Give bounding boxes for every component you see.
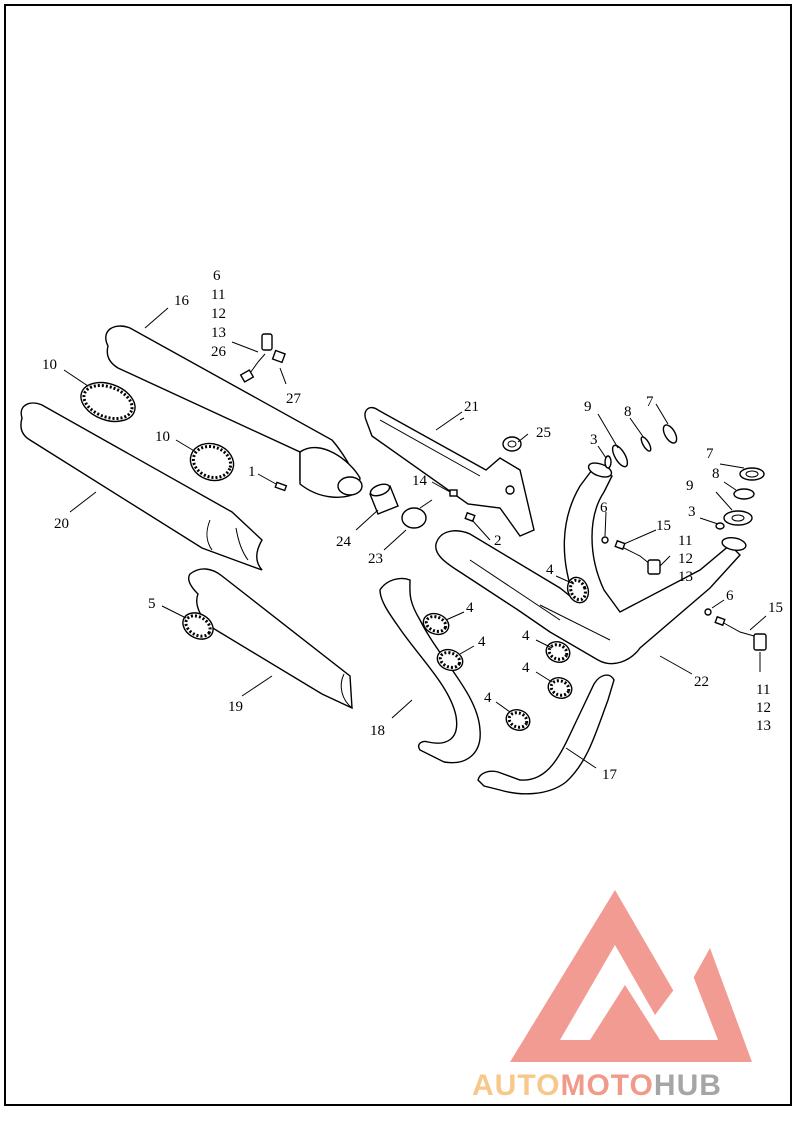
part-2-bolt	[464, 511, 476, 523]
label-4-c: 4	[478, 634, 486, 650]
svg-text:AUTOMOTOHUB: AUTOMOTOHUB	[472, 1069, 722, 1102]
label-25: 25	[536, 425, 551, 441]
part-20-lower-muffler	[20, 402, 263, 571]
label-24: 24	[336, 534, 352, 550]
part-26-oxygen-sensor	[239, 333, 273, 383]
label-20: 20	[54, 516, 69, 532]
label-3-upper: 3	[590, 432, 598, 448]
label-8-upper: 8	[624, 404, 632, 420]
label-12-middle: 12	[678, 551, 693, 567]
part-1-bolt	[274, 481, 288, 492]
part-14-bolt	[449, 489, 458, 497]
part-10-clamp-upper	[80, 381, 136, 423]
label-11-upper: 11	[211, 287, 225, 303]
label-21: 21	[464, 399, 479, 415]
part-16-upper-muffler	[105, 325, 363, 498]
label-11-middle: 11	[678, 533, 692, 549]
label-10-upper: 10	[42, 357, 57, 373]
label-7-upper: 7	[646, 394, 654, 410]
part-10-clamp-lower	[189, 442, 235, 482]
label-18: 18	[370, 723, 385, 739]
label-4-e: 4	[522, 660, 530, 676]
part-4-clamp-d	[545, 641, 571, 663]
part-8-gasket-lower	[733, 488, 755, 500]
part-4-clamp-e	[547, 677, 573, 699]
label-1: 1	[248, 464, 256, 480]
part-number-labels: 6 11 12 13 26 16 10 27 10 1 20 5 19 21 2…	[42, 268, 783, 783]
label-7-lower: 7	[706, 446, 714, 462]
label-19: 19	[228, 699, 243, 715]
label-4-f: 4	[484, 690, 492, 706]
label-17: 17	[602, 767, 618, 783]
label-10-lower: 10	[155, 429, 170, 445]
part-21-bracket	[364, 406, 535, 537]
part-19-pipe	[188, 568, 353, 710]
label-4-b: 4	[466, 600, 474, 616]
part-15-sensor-middle	[614, 539, 661, 575]
watermark-moto: MOTO	[560, 1069, 653, 1102]
part-9-flange-lower	[723, 510, 753, 526]
label-16: 16	[174, 293, 190, 309]
label-11-right: 11	[756, 682, 770, 698]
part-4-clamp-f	[505, 709, 531, 731]
label-22: 22	[694, 674, 709, 690]
label-15-right: 15	[768, 600, 783, 616]
label-15-middle: 15	[656, 518, 671, 534]
label-5: 5	[148, 596, 156, 612]
label-13-right: 13	[756, 718, 771, 734]
part-4-clamp-b	[422, 612, 450, 636]
label-23: 23	[368, 551, 383, 567]
watermark-wordmark: AUTOMOTOHUB	[472, 1069, 722, 1102]
part-3-ring-lower	[715, 522, 725, 530]
label-4-a: 4	[546, 562, 554, 578]
part-9-flange-upper	[611, 444, 629, 468]
label-6-right: 6	[726, 588, 734, 604]
label-14: 14	[412, 473, 428, 489]
part-7-flange-lower	[739, 467, 765, 481]
label-13-upper: 13	[211, 325, 226, 341]
label-8-lower: 8	[712, 466, 720, 482]
watermark-auto: AUTO	[472, 1069, 560, 1102]
label-6-middle: 6	[600, 500, 608, 516]
part-6-ring-middle	[601, 536, 609, 544]
part-24-sleeve	[369, 483, 399, 515]
label-9-upper: 9	[584, 399, 592, 415]
label-2: 2	[494, 533, 502, 549]
diagram-frame	[4, 4, 792, 1106]
part-3-ring-upper	[604, 455, 612, 469]
label-12-upper: 12	[211, 306, 226, 322]
part-7-flange-upper	[662, 424, 678, 444]
part-5-clamp	[182, 612, 214, 640]
watermark-hub: HUB	[654, 1069, 722, 1102]
part-4-clamp-c	[436, 648, 464, 672]
label-9-lower: 9	[686, 478, 694, 494]
label-26: 26	[211, 344, 227, 360]
part-23-clamp	[401, 499, 433, 529]
part-15-sensor-right	[714, 615, 767, 651]
watermark-logo-icon	[510, 890, 752, 1062]
part-6-ring-right	[704, 608, 712, 616]
label-13-middle: 13	[678, 569, 693, 585]
label-4-d: 4	[522, 628, 530, 644]
label-6-upper: 6	[213, 268, 221, 284]
part-8-gasket-upper	[640, 436, 652, 452]
part-25-grommet	[502, 436, 522, 452]
part-17-pipe	[477, 674, 615, 795]
leader-lines	[63, 307, 767, 769]
part-18-pipe	[379, 577, 481, 764]
part-27-nut	[271, 349, 286, 364]
label-12-right: 12	[756, 700, 771, 716]
label-3-lower: 3	[688, 504, 696, 520]
label-27: 27	[286, 391, 302, 407]
